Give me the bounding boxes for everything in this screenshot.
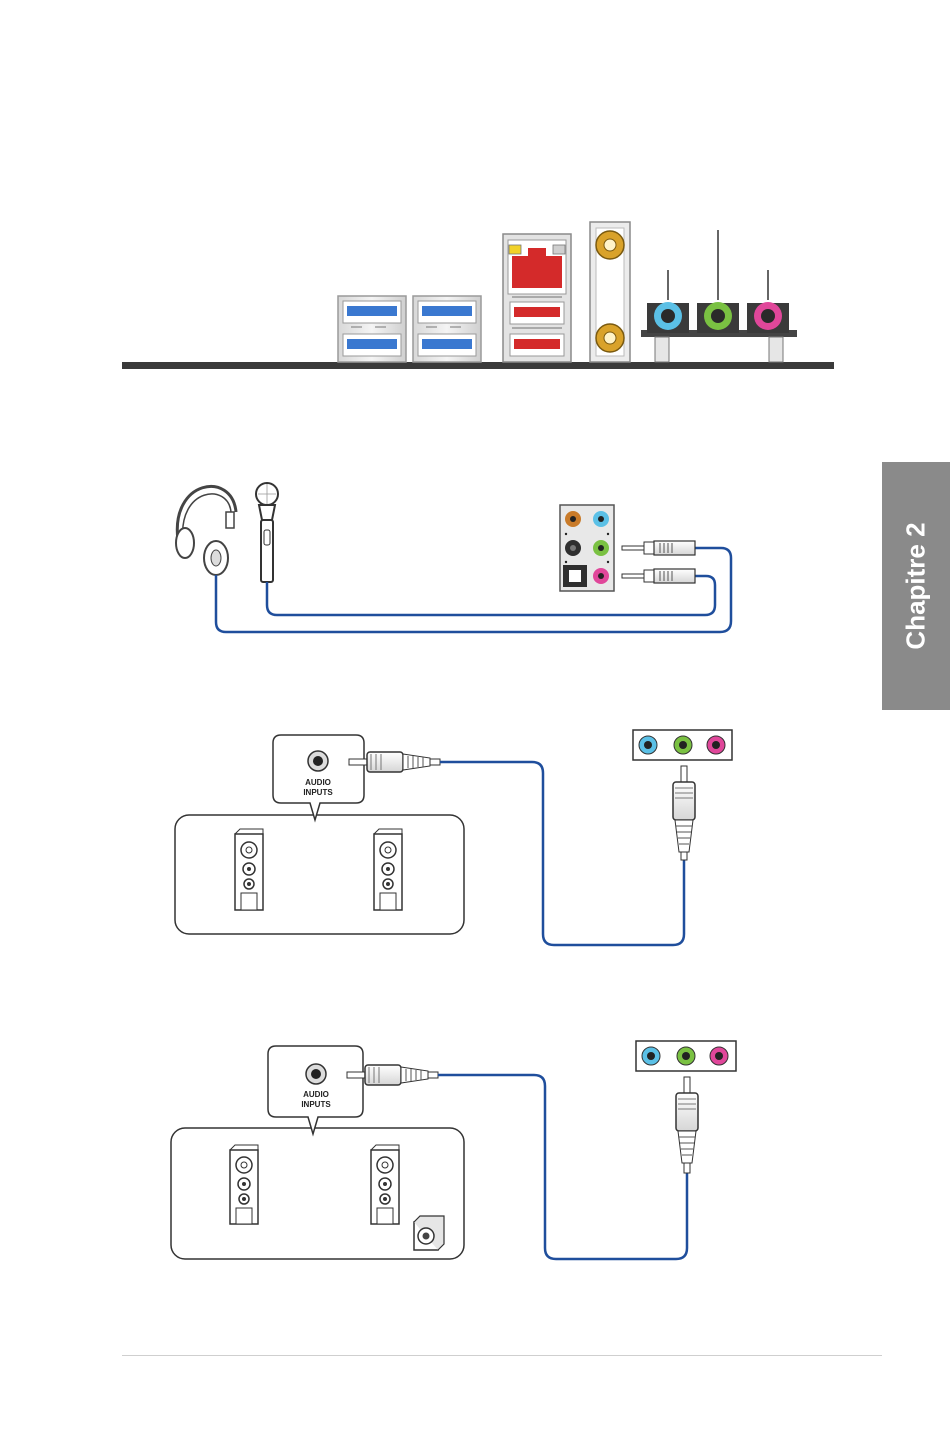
- footer-rule: [122, 1355, 882, 1356]
- pc-side-plug-2-1: [676, 1077, 698, 1173]
- audio-inputs-label-line2: INPUTS: [303, 788, 333, 797]
- audio-inputs-callout: AUDIO INPUTS: [273, 735, 364, 820]
- motherboard-edge: [122, 362, 834, 369]
- stereo-speaker-connection: AUDIO INPUTS: [175, 730, 732, 945]
- headphone-mic-connection: [176, 483, 731, 632]
- audio-inputs-callout-2: AUDIO INPUTS: [268, 1046, 363, 1134]
- headphone-icon: [176, 486, 236, 575]
- line-jack-panel-stereo: [633, 730, 732, 760]
- audio-inputs-label-line2-2: INPUTS: [301, 1100, 331, 1109]
- antenna-connectors: [590, 222, 630, 362]
- line-jack-panel-2-1: [636, 1041, 736, 1071]
- right-speaker-icon-2: [371, 1145, 399, 1224]
- rear-io-panel: [122, 222, 834, 369]
- subwoofer-icon: [414, 1216, 444, 1250]
- usb-port-stack-1: [338, 296, 406, 362]
- chapter-side-tab: Chapitre 2: [882, 462, 950, 710]
- chapter-side-tab-label: Chapitre 2: [901, 522, 932, 649]
- usb-port-stack-2: [413, 296, 481, 362]
- headphone-plug: [622, 541, 695, 555]
- pc-side-plug-stereo: [673, 766, 695, 860]
- microphone-icon: [256, 483, 278, 582]
- audio-jack-block: [641, 230, 797, 362]
- two-point-one-cable: [438, 1075, 687, 1259]
- right-speaker-icon: [374, 829, 402, 910]
- microphone-plug: [622, 569, 695, 583]
- audio-inputs-label-line1: AUDIO: [305, 778, 331, 787]
- rear-audio-panel-8ch: [560, 505, 614, 591]
- two-point-one-speaker-connection: AUDIO INPUTS: [171, 1041, 736, 1259]
- lan-usb-stack: [503, 234, 571, 362]
- speaker-enclosure: [175, 815, 464, 934]
- audio-inputs-label-line1-2: AUDIO: [303, 1090, 329, 1099]
- stereo-cable: [440, 762, 684, 945]
- headphone-cable: [216, 548, 731, 632]
- left-speaker-icon: [235, 829, 263, 910]
- left-speaker-icon-2: [230, 1145, 258, 1224]
